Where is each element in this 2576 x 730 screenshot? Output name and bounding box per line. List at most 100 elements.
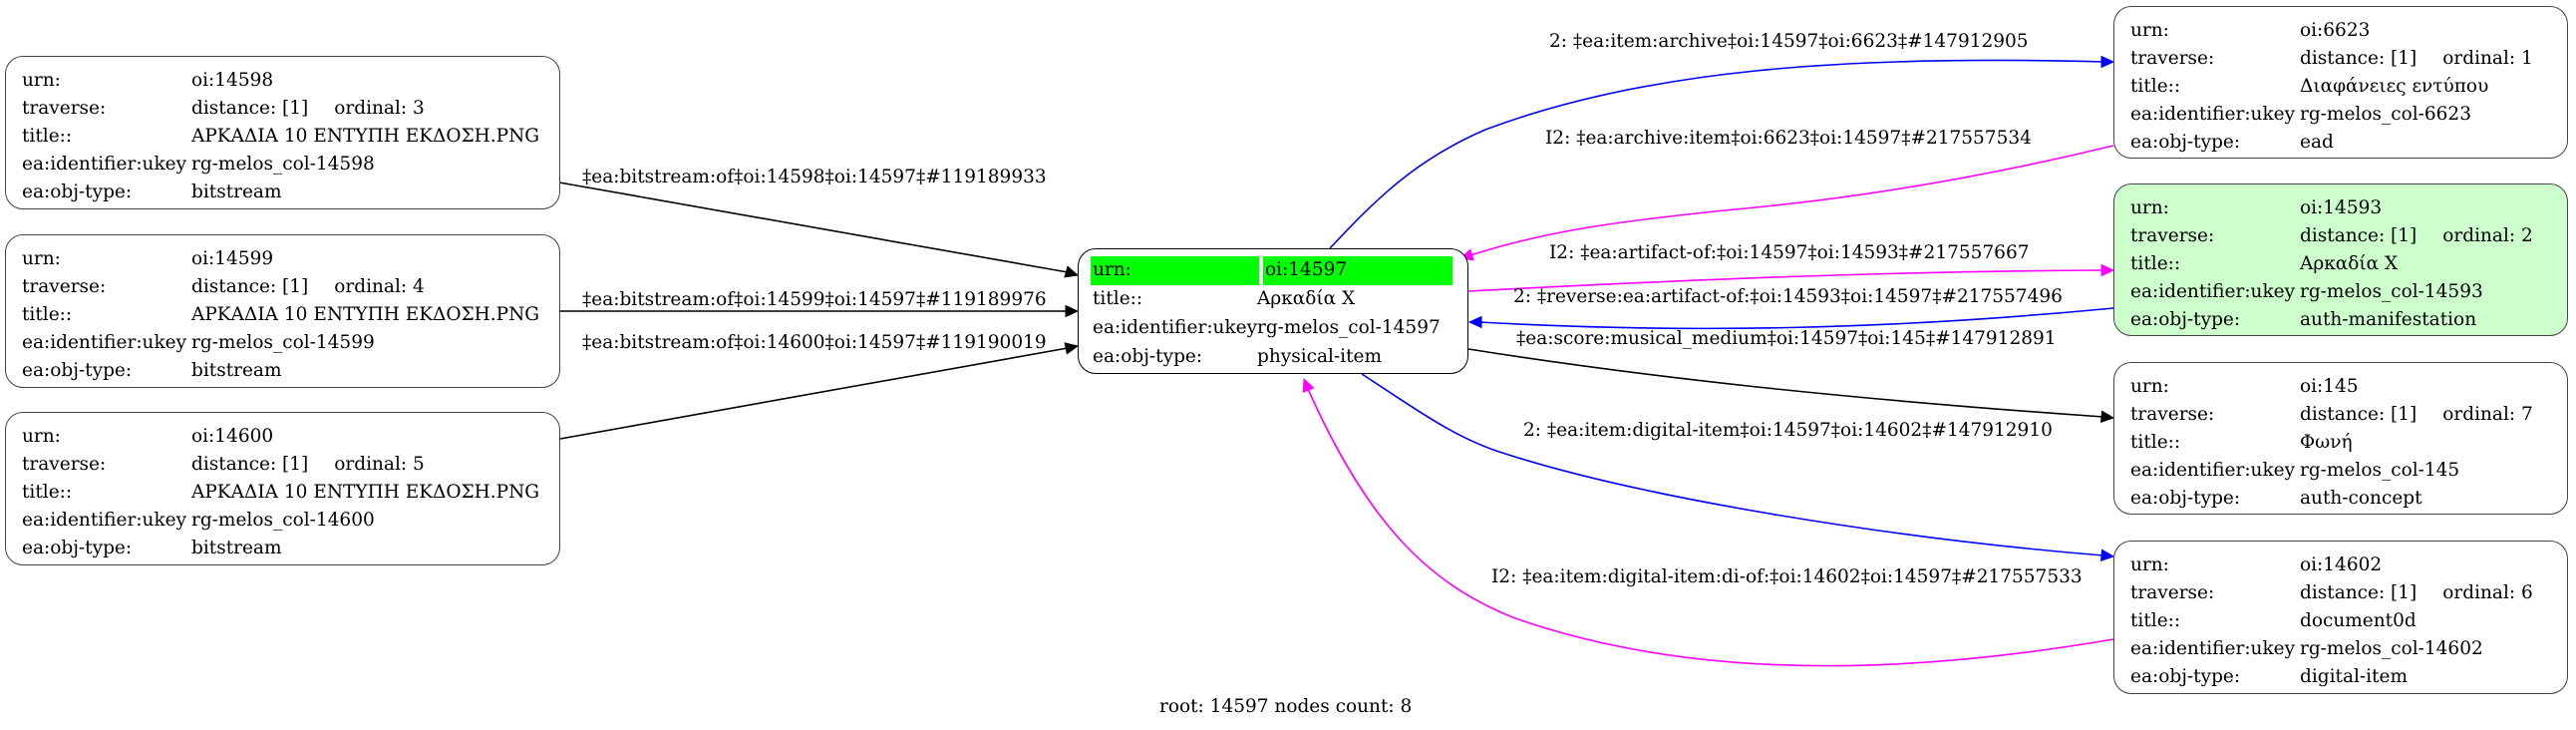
ordinal-value: ordinal: 2 bbox=[2442, 225, 2533, 246]
traverse-key: traverse: bbox=[2130, 582, 2215, 603]
distance-value: distance: [1] bbox=[2300, 48, 2417, 69]
edge-bitstream-14598 bbox=[558, 182, 1069, 273]
urn-key: urn: bbox=[2130, 20, 2169, 41]
urn-value: oi:14597 bbox=[1263, 256, 1452, 285]
root-urn-row-highlighted: urn:oi:14597 bbox=[1091, 256, 1467, 285]
objtype-key: ea:obj-type: bbox=[22, 182, 133, 202]
edge-digital-item-di-of bbox=[1307, 388, 2114, 667]
ukey-key: ea:identifier:ukey bbox=[1093, 317, 1258, 338]
ukey-value: rg-melos_col-14602 bbox=[2300, 638, 2483, 659]
objtype-value: digital-item bbox=[2300, 666, 2408, 687]
node-145[interactable]: urn:oi:145 traverse:distance: [1]ordinal… bbox=[2113, 362, 2568, 515]
urn-key: urn: bbox=[22, 426, 61, 447]
distance-value: distance: [1] bbox=[2300, 582, 2417, 603]
ukey-value: rg-melos_col-14597 bbox=[1257, 317, 1441, 338]
ukey-value: rg-melos_col-14593 bbox=[2300, 281, 2483, 302]
edge-label-musical-medium: ‡ea:score:musical_medium‡oi:14597‡oi:145… bbox=[1516, 328, 2057, 349]
node-14602[interactable]: urn:oi:14602 traverse:distance: [1]ordin… bbox=[2113, 541, 2568, 694]
ukey-key: ea:identifier:ukey bbox=[2130, 281, 2296, 302]
objtype-value: bitstream bbox=[191, 182, 282, 202]
urn-value: oi:14600 bbox=[191, 426, 274, 447]
traverse-key: traverse: bbox=[2130, 48, 2215, 69]
edge-digital-item-di-of-arrowhead-icon bbox=[1302, 377, 1315, 393]
title-key: title:: bbox=[22, 304, 73, 325]
ordinal-value: ordinal: 6 bbox=[2442, 582, 2533, 603]
objtype-value: bitstream bbox=[191, 538, 282, 558]
edge-archive-item bbox=[1469, 145, 2114, 256]
edge-label-bitstream-14598: ‡ea:bitstream:of‡oi:14598‡oi:14597‡#1191… bbox=[582, 167, 1047, 187]
title-value: Αρκαδία Χ bbox=[1257, 288, 1356, 309]
title-key: title:: bbox=[22, 482, 73, 503]
urn-key: urn: bbox=[2130, 197, 2169, 218]
ordinal-value: ordinal: 5 bbox=[334, 454, 425, 475]
distance-value: distance: [1] bbox=[191, 98, 309, 119]
edge-artifact-of-arrowhead-icon bbox=[2100, 263, 2115, 277]
ukey-value: rg-melos_col-6623 bbox=[2300, 104, 2471, 125]
edge-label-digital-item-di-of: I2: ‡ea:item:digital-item:di-of:‡oi:1460… bbox=[1491, 566, 2083, 587]
ukey-key: ea:identifier:ukey bbox=[22, 510, 187, 531]
urn-value: oi:6623 bbox=[2300, 20, 2371, 41]
objtype-value: ead bbox=[2300, 132, 2334, 153]
edge-label-archive-item: I2: ‡ea:archive:item‡oi:6623‡oi:14597‡#2… bbox=[1545, 128, 2032, 149]
title-value: Φωνή bbox=[2300, 432, 2353, 453]
traverse-key: traverse: bbox=[22, 454, 107, 475]
ordinal-value: ordinal: 4 bbox=[334, 276, 425, 297]
urn-key: urn: bbox=[1091, 256, 1259, 285]
node-14600[interactable]: urn: oi:14600 traverse: distance: [1] ordin… bbox=[5, 412, 560, 565]
edge-label-item-digital-item: 2: ‡ea:item:digital-item‡oi:14597‡oi:146… bbox=[1523, 420, 2053, 441]
title-key: title:: bbox=[2130, 76, 2181, 97]
node-14593[interactable]: urn:oi:14593 traverse:distance: [1]ordin… bbox=[2113, 183, 2568, 336]
ordinal-value: ordinal: 1 bbox=[2442, 48, 2533, 69]
traverse-key: traverse: bbox=[22, 98, 107, 119]
urn-key: urn: bbox=[2130, 554, 2169, 575]
distance-value: distance: [1] bbox=[191, 276, 309, 297]
edge-label-item-archive: 2: ‡ea:item:archive‡oi:14597‡oi:6623‡#14… bbox=[1549, 31, 2029, 52]
edge-musical-medium-arrowhead-icon bbox=[2099, 410, 2115, 424]
title-value: ΑΡΚΑΔΙΑ 10 ΕΝΤΥΠΗ ΕΚΔΟΣΗ.PNG bbox=[191, 304, 540, 325]
ukey-value: rg-melos_col-145 bbox=[2300, 460, 2460, 481]
title-value: ΑΡΚΑΔΙΑ 10 ΕΝΤΥΠΗ ΕΚΔΟΣΗ.PNG bbox=[191, 482, 540, 503]
traverse-key: traverse: bbox=[2130, 225, 2215, 246]
urn-value: oi:145 bbox=[2300, 376, 2359, 397]
ukey-value: rg-melos_col-14599 bbox=[191, 332, 375, 353]
ukey-value: rg-melos_col-14600 bbox=[191, 510, 375, 531]
urn-value: oi:14593 bbox=[2300, 197, 2383, 218]
objtype-value: auth-manifestation bbox=[2300, 309, 2477, 330]
objtype-key: ea:obj-type: bbox=[1093, 346, 1203, 367]
edge-bitstream-14598-arrowhead-icon bbox=[1064, 265, 1080, 278]
root-node-14597[interactable]: urn:oi:14597 title::Αρκαδία Χ ea:identif… bbox=[1078, 248, 1468, 374]
title-key: title:: bbox=[22, 126, 73, 147]
node-14599[interactable]: urn: oi:14599 traverse: distance: [1] ordin… bbox=[5, 234, 560, 388]
urn-value: oi:14599 bbox=[191, 248, 274, 269]
distance-value: distance: [1] bbox=[191, 454, 309, 475]
title-key: title:: bbox=[2130, 432, 2181, 453]
ordinal-value: ordinal: 3 bbox=[334, 98, 425, 119]
traverse-key: traverse: bbox=[22, 276, 107, 297]
edge-item-archive-arrowhead-icon bbox=[2100, 55, 2115, 69]
objtype-key: ea:obj-type: bbox=[2130, 666, 2241, 687]
ukey-key: ea:identifier:ukey bbox=[22, 154, 187, 175]
edge-item-digital-item bbox=[1361, 373, 2104, 556]
objtype-value: physical-item bbox=[1257, 346, 1383, 367]
edge-musical-medium bbox=[1467, 348, 2104, 418]
traverse-key: traverse: bbox=[2130, 404, 2215, 425]
edge-artifact-of bbox=[1467, 269, 2104, 292]
node-14598[interactable]: urn:oi:14598 traverse:distance: [1]ordin… bbox=[5, 56, 560, 209]
objtype-key: ea:obj-type: bbox=[2130, 132, 2241, 153]
edge-label-bitstream-14599: ‡ea:bitstream:of‡oi:14599‡oi:14597‡#1191… bbox=[582, 289, 1047, 310]
edge-label-artifact-of: I2: ‡ea:artifact-of:‡oi:14597‡oi:14593‡#… bbox=[1549, 242, 2030, 263]
title-value: ΑΡΚΑΔΙΑ 10 ΕΝΤΥΠΗ ΕΚΔΟΣΗ.PNG bbox=[191, 126, 540, 147]
title-value: Αρκαδία Χ bbox=[2300, 253, 2399, 274]
graph-footer: root: 14597 nodes count: 8 bbox=[1159, 696, 1413, 717]
urn-key: urn: bbox=[22, 248, 61, 269]
edge-item-digital-item-arrowhead-icon bbox=[2099, 548, 2115, 562]
ukey-value: rg-melos_col-14598 bbox=[191, 154, 375, 175]
title-value: document0d bbox=[2300, 610, 2416, 631]
objtype-key: ea:obj-type: bbox=[2130, 488, 2241, 509]
edge-label-reverse-artifact-of: 2: ‡reverse:ea:artifact-of:‡oi:14593‡oi:… bbox=[1513, 286, 2063, 307]
urn-key: urn: bbox=[22, 70, 61, 91]
ordinal-value: ordinal: 7 bbox=[2442, 404, 2533, 425]
edge-bitstream-14599-arrowhead-icon bbox=[1065, 304, 1080, 318]
node-6623[interactable]: urn: oi:6623 traverse: distance: [1] ordina… bbox=[2113, 6, 2568, 159]
edge-reverse-artifact-of-arrowhead-icon bbox=[1467, 315, 1482, 329]
